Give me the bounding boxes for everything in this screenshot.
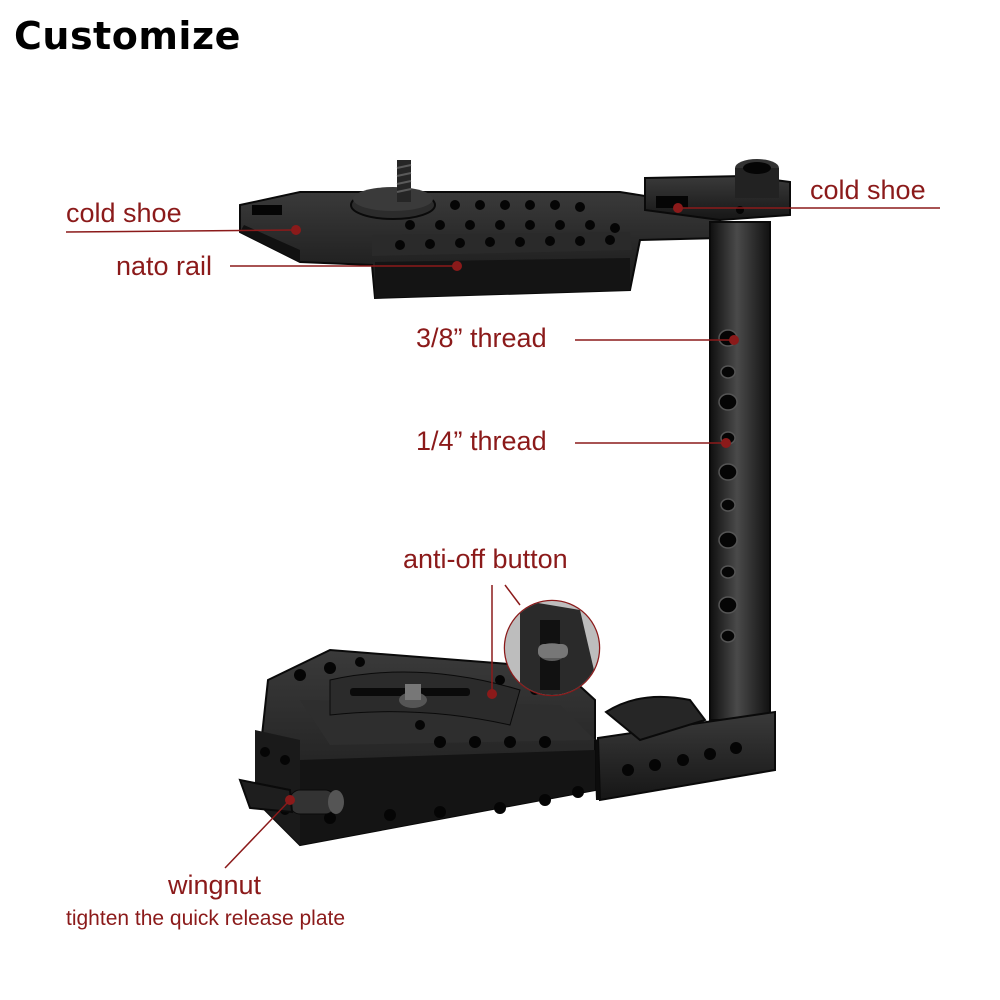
top-plate — [239, 191, 721, 300]
top-corner-block — [644, 159, 791, 222]
label-anti-off-button: anti-off button — [403, 544, 568, 574]
leader-dots — [285, 203, 739, 805]
vertical-rod — [709, 221, 771, 721]
bottom-bracket — [594, 695, 776, 802]
quick-release-clamp — [253, 648, 596, 847]
leader-lines — [65, 207, 940, 869]
page-title: Customize — [14, 14, 241, 58]
label-wingnut: wingnut — [168, 870, 262, 900]
label-thread-14: 1/4” thread — [416, 426, 547, 456]
label-cold-shoe-right: cold shoe — [810, 175, 926, 205]
label-thread-38: 3/8” thread — [416, 323, 547, 353]
wingnut-part — [238, 778, 344, 815]
label-nato-rail: nato rail — [116, 251, 213, 281]
anti-off-inset — [503, 599, 601, 697]
label-wingnut-note: tighten the quick release plate — [66, 907, 346, 930]
label-cold-shoe-left: cold shoe — [66, 198, 182, 228]
top-screw — [350, 160, 436, 220]
